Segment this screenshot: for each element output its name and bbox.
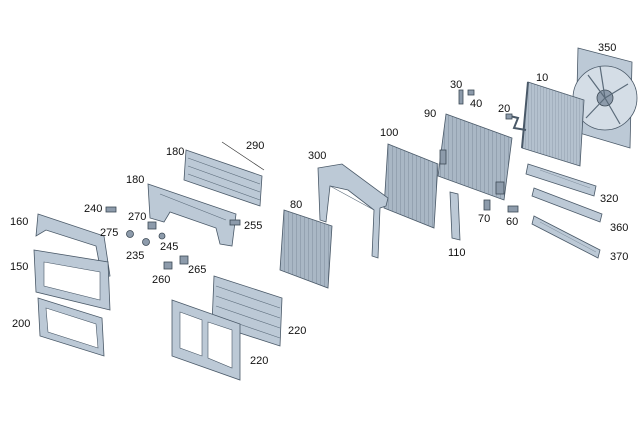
label-90: 90 (424, 108, 437, 120)
label-270: 270 (128, 211, 147, 223)
label-70: 70 (478, 213, 491, 225)
part-275-fastener (126, 230, 134, 238)
label-290: 290 (246, 140, 265, 152)
label-150: 150 (10, 261, 29, 273)
label-160: 160 (10, 216, 29, 228)
label-265: 265 (188, 264, 207, 276)
label-40: 40 (470, 98, 483, 110)
part-40-clip (467, 89, 475, 96)
part-320-seal (525, 163, 597, 197)
label-200: 200 (12, 318, 31, 330)
part-90-condenser (437, 113, 513, 201)
label-100: 100 (380, 127, 399, 139)
leader-line-290 (221, 141, 265, 171)
part-235-fastener (142, 238, 150, 246)
label-240: 240 (84, 203, 103, 215)
part-100-radiator (383, 143, 439, 229)
part-70-bracket (483, 199, 491, 211)
part-255-clip (229, 219, 241, 226)
part-245-fastener (158, 232, 166, 240)
part-110-support (449, 191, 461, 241)
label-255: 255 (244, 220, 263, 232)
label-220-upper: 220 (288, 325, 307, 337)
label-300: 300 (308, 150, 327, 162)
part-360-seal (531, 187, 603, 223)
part-270-fastener (147, 221, 157, 230)
label-370: 370 (610, 251, 629, 263)
label-10: 10 (536, 72, 549, 84)
part-300-frame (317, 163, 389, 259)
part-10-radiator (521, 81, 585, 167)
label-110: 110 (448, 247, 466, 259)
label-260: 260 (152, 274, 171, 286)
label-245: 245 (160, 241, 179, 253)
part-350-fan-shroud (572, 47, 638, 149)
label-20: 20 (498, 103, 511, 115)
label-275: 275 (100, 227, 119, 239)
label-360: 360 (610, 222, 629, 234)
part-180-upper-shutter (183, 149, 263, 207)
label-235: 235 (126, 250, 145, 262)
label-320: 320 (600, 193, 619, 205)
part-30-bracket (458, 89, 464, 105)
part-20-hose (505, 113, 527, 131)
label-60: 60 (506, 216, 519, 228)
part-260-fastener (163, 261, 173, 270)
part-265-fastener (179, 255, 189, 265)
part-80-radiator (279, 209, 333, 289)
label-220-lower: 220 (250, 355, 269, 367)
part-240-fastener (105, 206, 117, 213)
part-220-frame-lower (171, 299, 241, 381)
label-80: 80 (290, 199, 303, 211)
label-180-upper: 180 (166, 146, 185, 158)
part-200-lower-frame (37, 297, 105, 357)
part-60-bracket (507, 205, 519, 213)
label-350: 350 (598, 42, 617, 54)
label-180-lower: 180 (126, 174, 145, 186)
label-30: 30 (450, 79, 463, 91)
part-370-seal (531, 215, 601, 259)
part-150-frame (33, 249, 111, 311)
